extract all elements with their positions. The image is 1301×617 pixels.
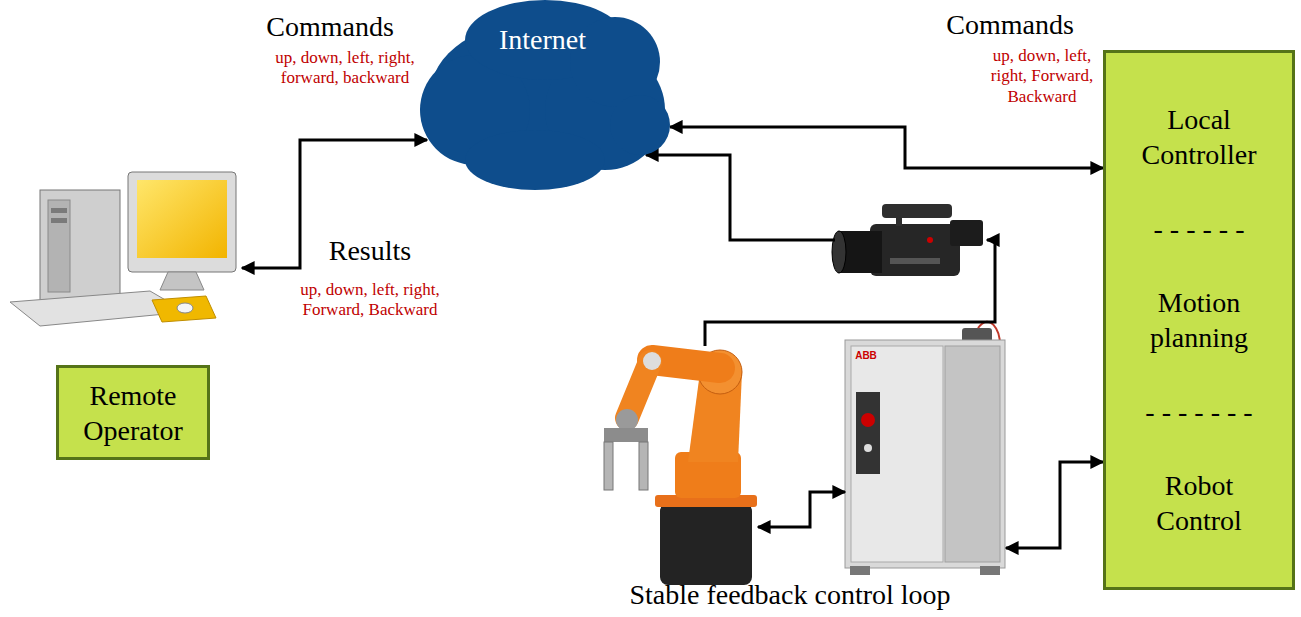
robot-arm — [604, 350, 757, 585]
computer-icon-part — [40, 190, 120, 300]
cloud-lobe — [465, 130, 605, 190]
computer-icon-part — [51, 218, 67, 223]
controller-cabinet-part — [856, 392, 880, 474]
cloud-lobe — [610, 95, 670, 155]
node-text: Remote Operator — [68, 378, 198, 448]
network-link — [670, 127, 1103, 168]
node-text: Motion planning — [1124, 285, 1274, 355]
command-list: up, down, left, right, Forward, Backward — [983, 46, 1101, 107]
signal-wires-part — [1006, 462, 1103, 548]
computer-icon-part — [48, 200, 70, 292]
robot-arm-part — [643, 352, 661, 370]
camera-icon-part — [882, 204, 952, 218]
computer-icon-part — [177, 303, 193, 313]
brand-mark: ABB — [850, 350, 882, 362]
node-text: Local Controller — [1124, 102, 1274, 172]
node-text: - - - - - - - — [1145, 394, 1252, 429]
computer-icon-part — [51, 208, 67, 213]
operator-box: Remote Operator — [56, 365, 210, 460]
controller-cabinet — [845, 322, 1005, 575]
command-list: up, down, left, right, Forward, Backward — [278, 280, 463, 321]
camera-icon-part — [950, 220, 983, 246]
computer-icon-part — [160, 272, 204, 290]
controller-box: Local Controller - - - - - - Motion planni… — [1103, 50, 1295, 590]
signal-wires — [242, 140, 1103, 548]
signal-wires-part — [705, 240, 995, 346]
internet-cloud: Internet — [415, 0, 670, 190]
node-text: Robot Control — [1124, 468, 1274, 538]
computer-icon — [10, 172, 236, 326]
robot-arm-part — [604, 428, 648, 442]
camera-icon — [832, 204, 983, 276]
robot-arm-part — [616, 409, 638, 431]
controller-cabinet-part — [845, 340, 1005, 568]
signal-title: Commands — [925, 8, 1095, 42]
node-text: Internet — [499, 22, 586, 57]
command-list: up, down, left, right, forward, backward — [258, 48, 433, 89]
controller-cabinet-part — [980, 566, 1000, 575]
camera-icon-part — [890, 258, 940, 264]
signal-title: Results — [310, 234, 430, 268]
robot-arm-part — [660, 503, 752, 585]
signal-title: Commands — [230, 10, 430, 44]
camera-icon-part — [896, 212, 902, 226]
camera-icon-part — [927, 237, 933, 243]
computer-icon-part — [128, 172, 236, 272]
controller-cabinet-part — [864, 444, 872, 452]
computer-icon-part — [137, 180, 227, 258]
signal-wires-part — [646, 155, 835, 240]
signal-wires-part — [758, 492, 845, 527]
robot-arm-part — [604, 442, 613, 490]
camera-icon-part — [870, 224, 960, 276]
loop-caption: Stable feedback control loop — [580, 578, 1000, 612]
controller-cabinet-part — [861, 413, 875, 427]
robot-arm-part — [639, 442, 648, 490]
computer-icon-part — [152, 296, 216, 322]
controller-cabinet-part — [945, 346, 1000, 562]
camera-icon-part — [832, 231, 846, 273]
robot-arm-part — [652, 360, 720, 368]
controller-cabinet-part — [851, 346, 943, 562]
node-text: - - - - - - — [1154, 211, 1245, 246]
controller-cabinet-part — [850, 566, 870, 575]
